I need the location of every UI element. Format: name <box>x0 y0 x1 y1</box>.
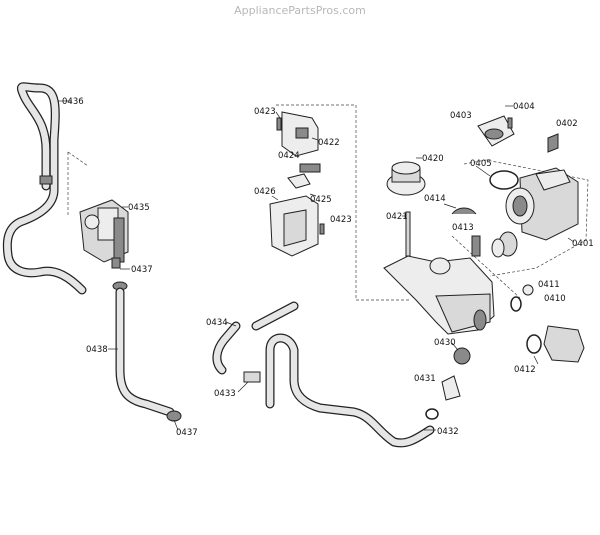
callout-0402: 0402 <box>556 119 578 129</box>
callout-0422: 0422 <box>318 138 340 148</box>
callout-0433: 0433 <box>214 389 236 399</box>
screw-0404 <box>507 117 513 129</box>
callout-0413: 0413 <box>452 223 474 233</box>
callout-0404: 0404 <box>513 102 535 112</box>
dashed-outline-right <box>451 159 589 299</box>
callout-0423-top: 0423 <box>254 107 276 117</box>
watermark-text: AppliancePartsPros.com <box>234 4 366 17</box>
callout-0411: 0411 <box>538 280 560 290</box>
screw-0423-bottom <box>319 223 325 235</box>
guard-0426 <box>269 195 319 257</box>
ring-0405 <box>489 170 519 190</box>
clamp-0437-bottom <box>166 410 182 422</box>
callout-0425: 0425 <box>310 195 332 205</box>
callout-0437-bottom: 0437 <box>176 428 198 438</box>
cover-0422 <box>281 111 319 157</box>
callout-0437-top: 0437 <box>131 265 153 275</box>
callout-0431: 0431 <box>414 374 436 384</box>
sump-body <box>383 255 495 335</box>
seal-0414 <box>451 207 477 215</box>
callout-0410: 0410 <box>544 294 566 304</box>
drain-hose-0436 <box>2 82 87 295</box>
dashed-outline-center <box>276 104 410 301</box>
screw-0423-top <box>276 117 282 131</box>
callout-0438: 0438 <box>86 345 108 355</box>
callout-0434: 0434 <box>206 318 228 328</box>
callout-0420: 0420 <box>422 154 444 164</box>
callout-0421: 0421 <box>386 212 408 222</box>
cap-0420 <box>386 161 426 196</box>
ring-0411 <box>522 284 534 296</box>
callout-0403: 0403 <box>450 111 472 121</box>
callout-0414: 0414 <box>424 194 446 204</box>
callout-0432: 0432 <box>437 427 459 437</box>
pump-0401 <box>491 167 579 258</box>
callout-0426: 0426 <box>254 187 276 197</box>
clip-0413 <box>471 235 481 257</box>
hose-0438 <box>115 287 175 417</box>
bracket-0431 <box>425 375 461 420</box>
valve-0435 <box>79 199 129 269</box>
ring-0410 <box>510 296 522 312</box>
callout-0405: 0405 <box>470 159 492 169</box>
clip-0402 <box>547 133 559 153</box>
callout-0435: 0435 <box>128 203 150 213</box>
callout-0430: 0430 <box>434 338 456 348</box>
part-0425 <box>287 173 311 189</box>
callout-0436: 0436 <box>62 97 84 107</box>
hose-0434 <box>212 301 299 375</box>
fitting-0403 <box>477 115 515 147</box>
hose-0432 <box>265 333 435 448</box>
callout-0401: 0401 <box>572 239 594 249</box>
callout-0412: 0412 <box>514 365 536 375</box>
callout-0423-bottom: 0423 <box>330 215 352 225</box>
part-0430 <box>453 347 471 365</box>
drain-pump-0412 <box>526 325 585 363</box>
clip-0433 <box>243 371 261 383</box>
clip-0424 <box>299 163 321 173</box>
callout-0424: 0424 <box>278 151 300 161</box>
